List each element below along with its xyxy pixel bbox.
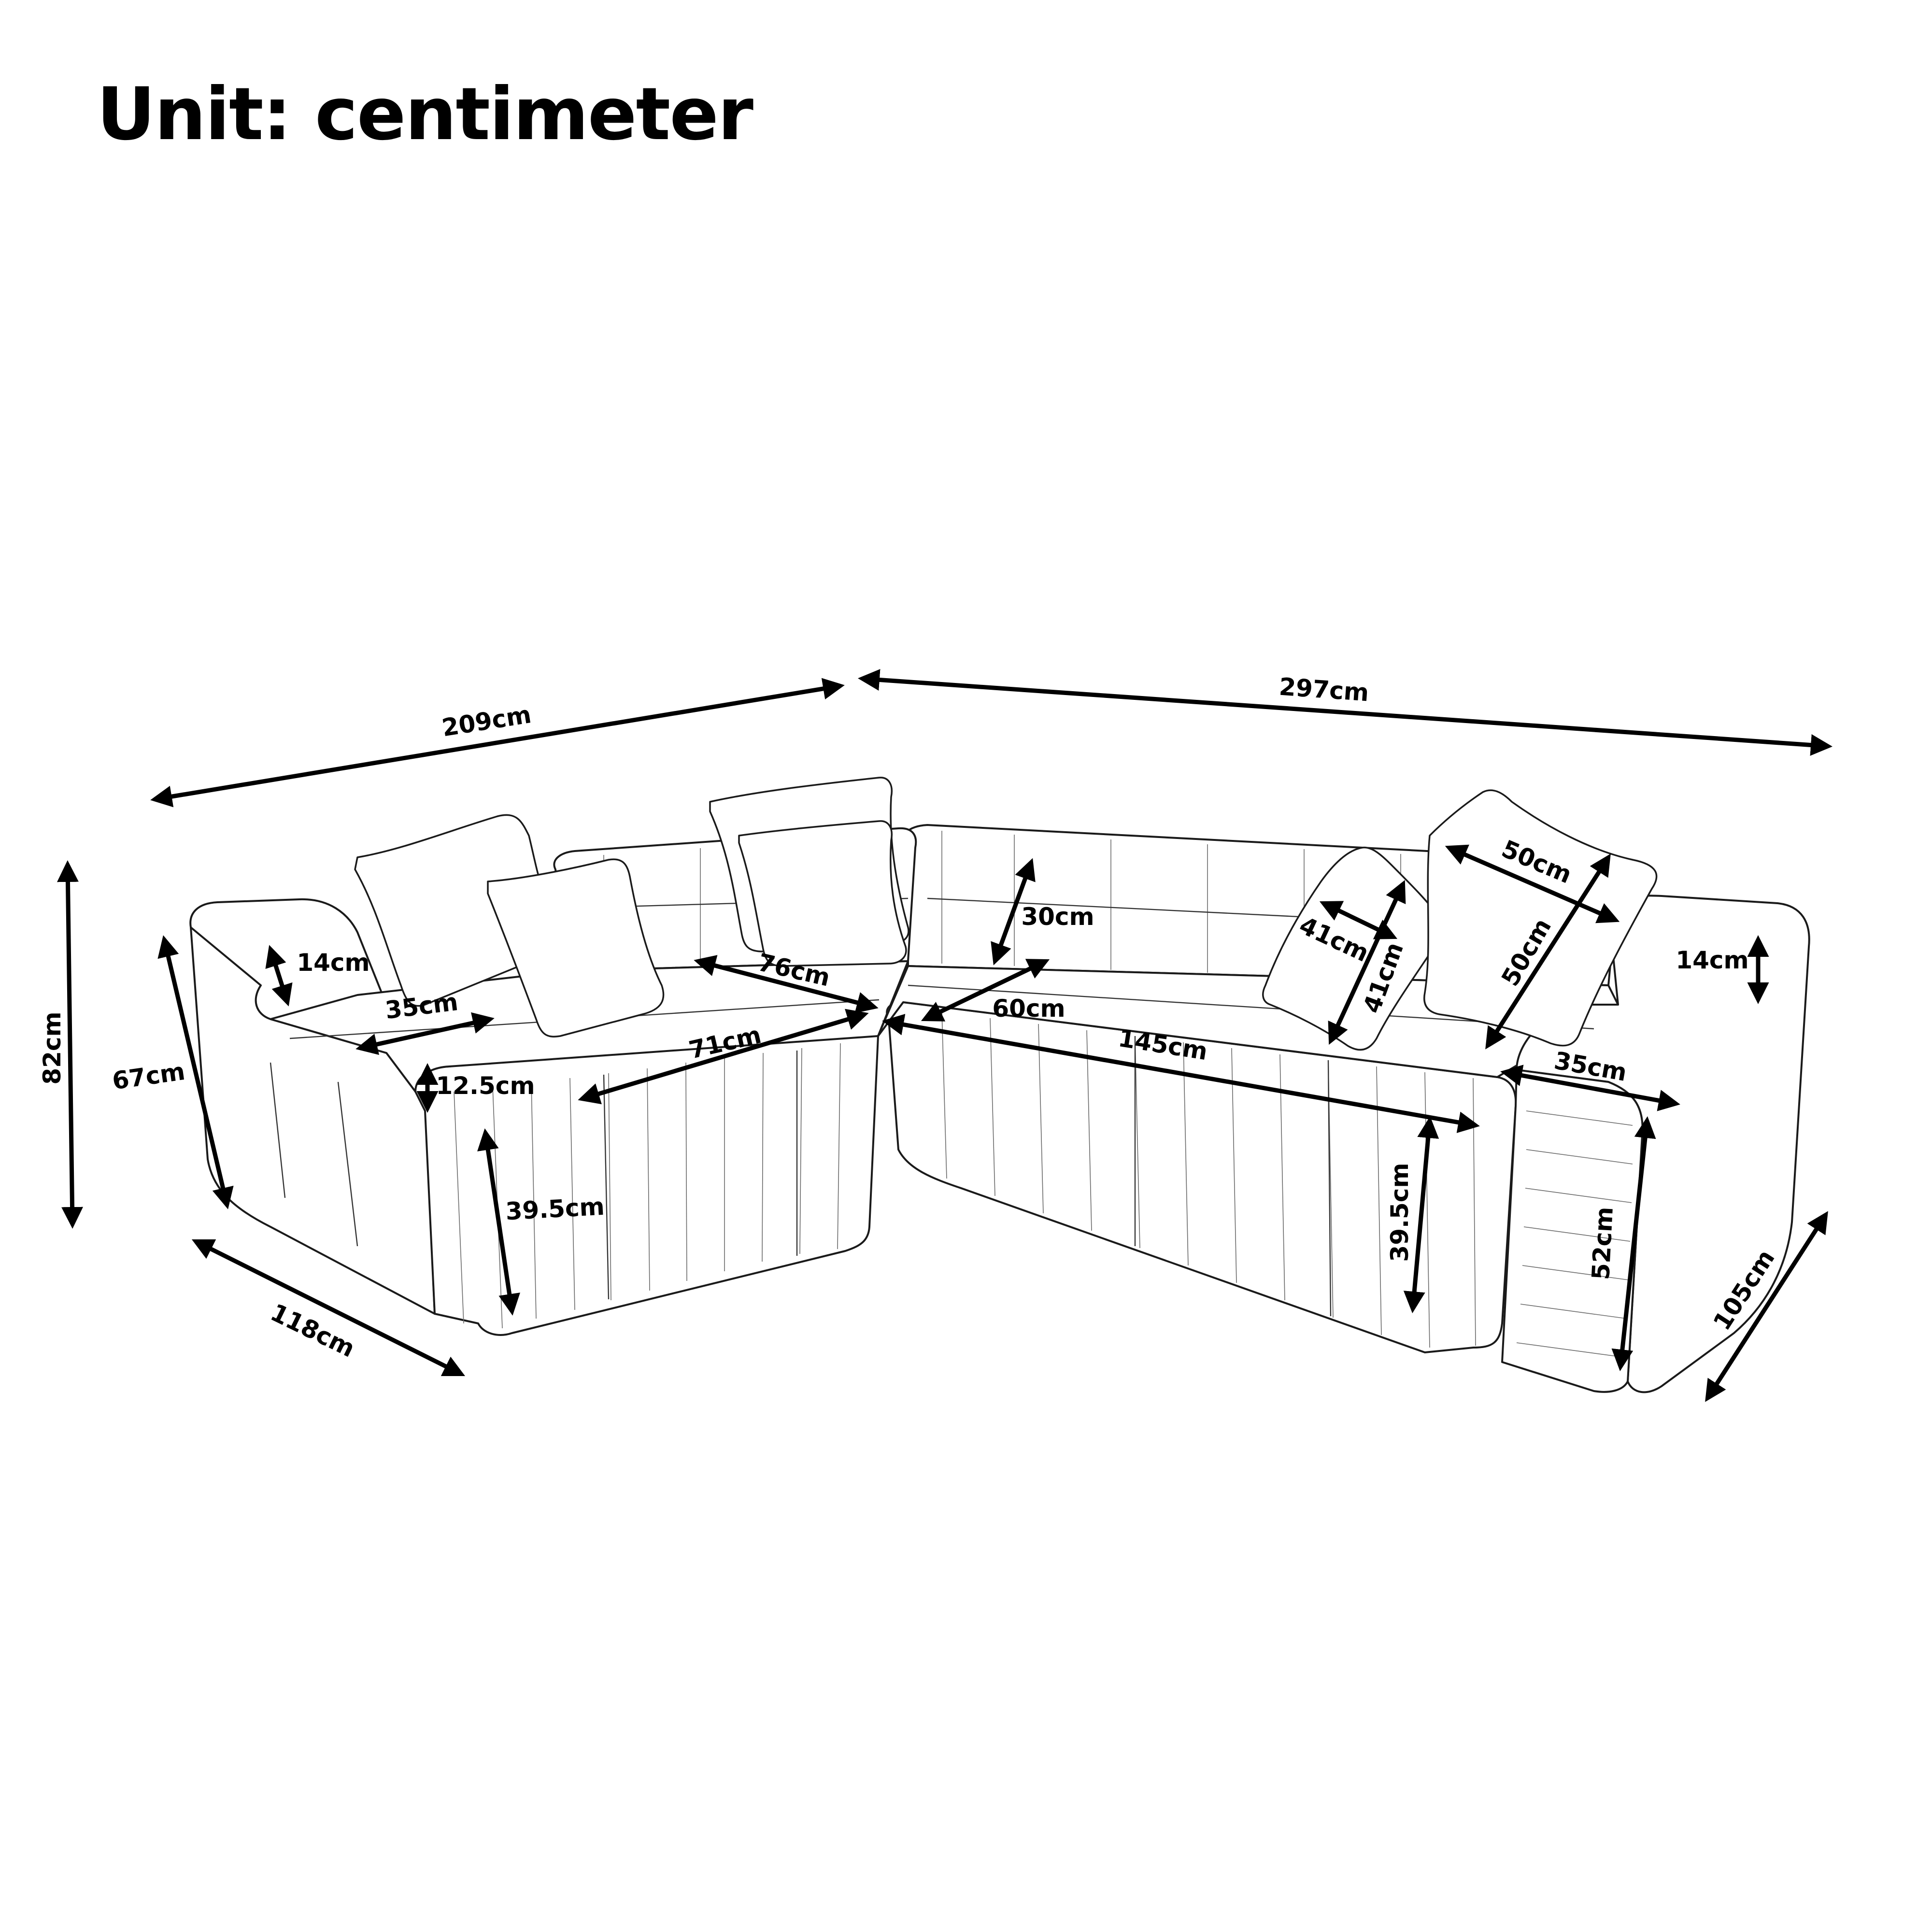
dimension-arrow-52 [1611,1116,1656,1371]
dimension-arrow-35-left [355,1012,495,1055]
page-title: Unit: centimeter [97,72,753,156]
dimension-label-297: 297cm [1278,673,1370,707]
dimension-arrows [57,669,1833,1402]
pillow-corner-front [738,820,907,967]
dimension-arrow-71 [578,1009,869,1105]
dimension-arrow-145 [882,1014,1480,1133]
dimension-label-60: 60cm [992,994,1065,1023]
dimension-arrow-76 [694,955,879,1013]
dimension-arrow-41-height [1328,880,1406,1045]
dimension-label-30: 30cm [1021,903,1094,931]
dimension-arrow-105 [1705,1211,1828,1402]
left-chaise-ribs [454,1043,841,1329]
dimension-label-52: 52cm [1587,1206,1619,1280]
dimension-arrow-118 [191,1239,466,1377]
dimension-label-67: 67cm [111,1057,187,1095]
dimension-label-82: 82cm [38,1011,66,1084]
dimension-label-39-5-right: 39.5cm [1386,1163,1414,1262]
dimension-label-14-left: 14cm [297,949,369,977]
dimension-label-39-5-left: 39.5cm [505,1193,605,1226]
dimension-label-118: 118cm [266,1298,359,1363]
dimension-arrow-39-5-right [1403,1116,1439,1313]
dimension-arrow-35-right [1500,1065,1680,1111]
pillow-left-front [487,858,665,1037]
dimension-arrow-67 [157,935,234,1209]
dimension-label-12-5: 12.5cm [436,1072,535,1100]
dimension-arrow-209 [150,678,845,808]
dimension-label-209: 209cm [440,700,533,742]
dimension-arrow-30 [991,858,1036,966]
dimension-label-14-right: 14cm [1676,946,1748,974]
dimension-arrow-297 [858,669,1833,756]
dimension-arrow-60 [921,959,1050,1022]
dimension-labels: 209cm 297cm 82cm 67cm 118cm 105cm 14cm 3… [38,673,1780,1363]
dimension-arrow-50-height [1485,853,1611,1050]
dimension-arrow-39-5-left [477,1128,520,1316]
dimension-arrow-82 [57,860,84,1229]
dimension-arrow-14-left [265,945,293,1007]
